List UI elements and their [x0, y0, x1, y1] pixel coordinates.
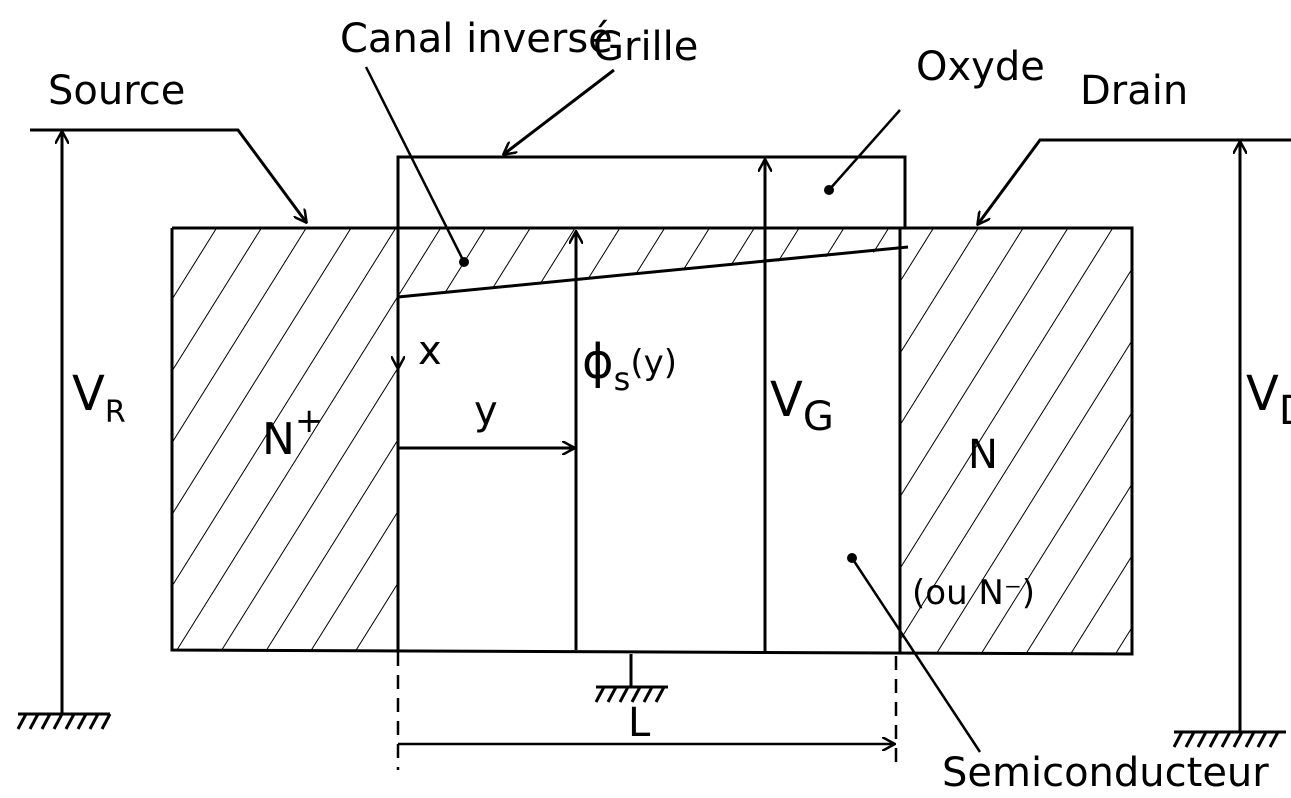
- oxyde-dot: [824, 185, 834, 195]
- y-axis-label: y: [474, 388, 498, 434]
- grille-leader: [504, 68, 615, 154]
- vd-label: VD: [1246, 366, 1291, 434]
- ou-n-minus-label: (ou N⁻): [912, 573, 1035, 613]
- source-label: Source: [48, 68, 185, 114]
- ground-center: [594, 654, 668, 703]
- ground-left: [16, 130, 112, 730]
- n-plus-label: N+: [262, 401, 323, 465]
- source-region-n-plus: [172, 228, 398, 650]
- source-leader: [30, 128, 306, 222]
- n-right-label: N: [968, 432, 998, 478]
- ground-right: [1172, 140, 1286, 748]
- semiconductor-leader: [850, 557, 982, 753]
- grille-label: Grille: [593, 24, 698, 70]
- semiconductor-dot: [847, 553, 857, 563]
- drain-label: Drain: [1080, 68, 1188, 114]
- canal-label: Canal inversé: [340, 16, 613, 62]
- device-outline: [170, 155, 1134, 656]
- drain-region-n: [900, 228, 1132, 654]
- canal-dot: [459, 257, 469, 267]
- vr-label: VR: [72, 366, 126, 430]
- phi-label: ϕs(y): [582, 334, 677, 398]
- drain-leader: [978, 138, 1291, 224]
- oxyde-label: Oxyde: [916, 44, 1045, 90]
- x-axis-label: x: [418, 328, 442, 374]
- semiconductor-label: Semiconducteur: [942, 750, 1269, 796]
- length-label: L: [628, 700, 651, 746]
- oxyde-leader: [828, 109, 901, 191]
- inversion-channel: [398, 228, 900, 297]
- vg-label: VG: [770, 372, 834, 440]
- canal-leader: [364, 66, 466, 263]
